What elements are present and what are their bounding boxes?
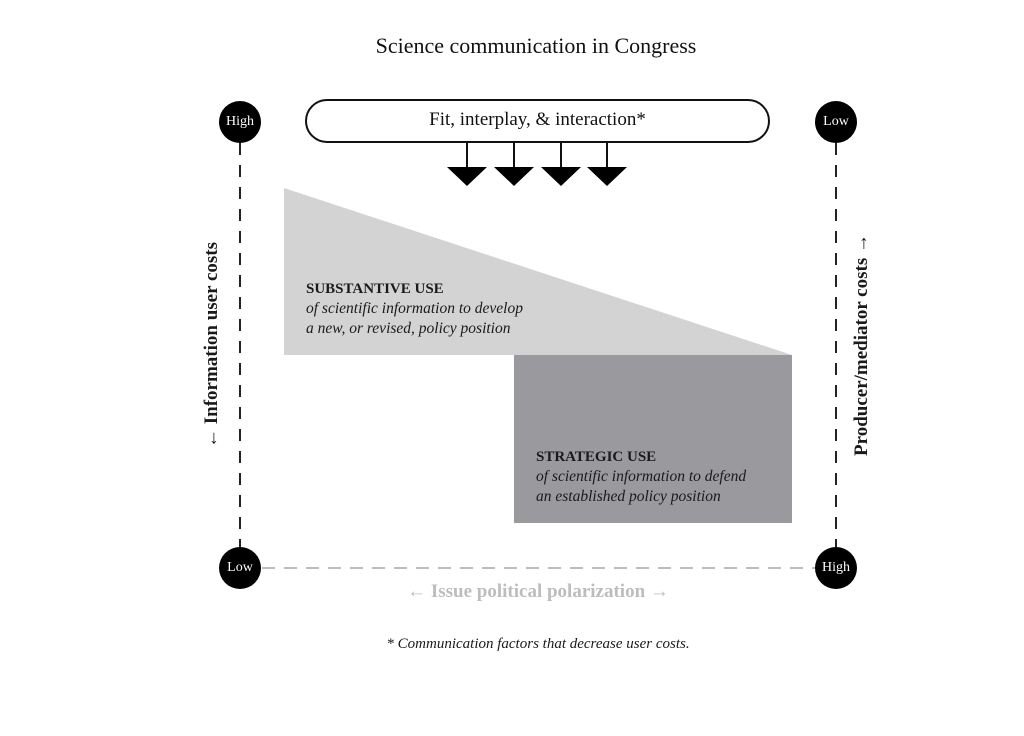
- node-top-right: [815, 101, 857, 143]
- node-top-left-label: High: [226, 114, 254, 129]
- fit-interplay-box: [305, 99, 770, 143]
- strategic-use-desc-1: of scientific information to defend: [536, 468, 747, 485]
- footnote: * Communication factors that decrease us…: [386, 636, 690, 652]
- substantive-use-region: [284, 188, 792, 355]
- node-bottom-left-label: Low: [227, 560, 253, 575]
- down-arrow-icon: [587, 142, 627, 186]
- substantive-use-desc-2: a new, or revised, policy position: [306, 320, 511, 337]
- strategic-use-desc-2: an established policy position: [536, 488, 721, 505]
- substantive-use-heading: SUBSTANTIVE USE: [306, 281, 444, 297]
- node-bottom-right: [815, 547, 857, 589]
- down-arrow-icon: [494, 142, 534, 186]
- node-top-left: [219, 101, 261, 143]
- node-bottom-left: [219, 547, 261, 589]
- strategic-use-text: STRATEGIC USE of scientific information …: [536, 447, 746, 507]
- diagram-title: Science communication in Congress: [375, 33, 697, 58]
- down-arrow-icon: [447, 142, 487, 186]
- right-axis-label: Producer/mediator costs →: [851, 234, 872, 456]
- bottom-axis-label: ← Issue political polarization →: [407, 581, 669, 602]
- substantive-use-text: SUBSTANTIVE USE of scientific informatio…: [306, 279, 523, 339]
- node-top-right-label: Low: [823, 114, 849, 129]
- node-bottom-right-label: High: [822, 560, 850, 575]
- down-arrow-icon: [541, 142, 581, 186]
- strategic-use-region: [514, 355, 792, 523]
- left-axis-label: ← Information user costs: [201, 242, 222, 449]
- strategic-use-heading: STRATEGIC USE: [536, 449, 657, 465]
- substantive-use-desc-1: of scientific information to develop: [306, 300, 523, 317]
- fit-interplay-label: Fit, interplay, & interaction*: [429, 109, 646, 130]
